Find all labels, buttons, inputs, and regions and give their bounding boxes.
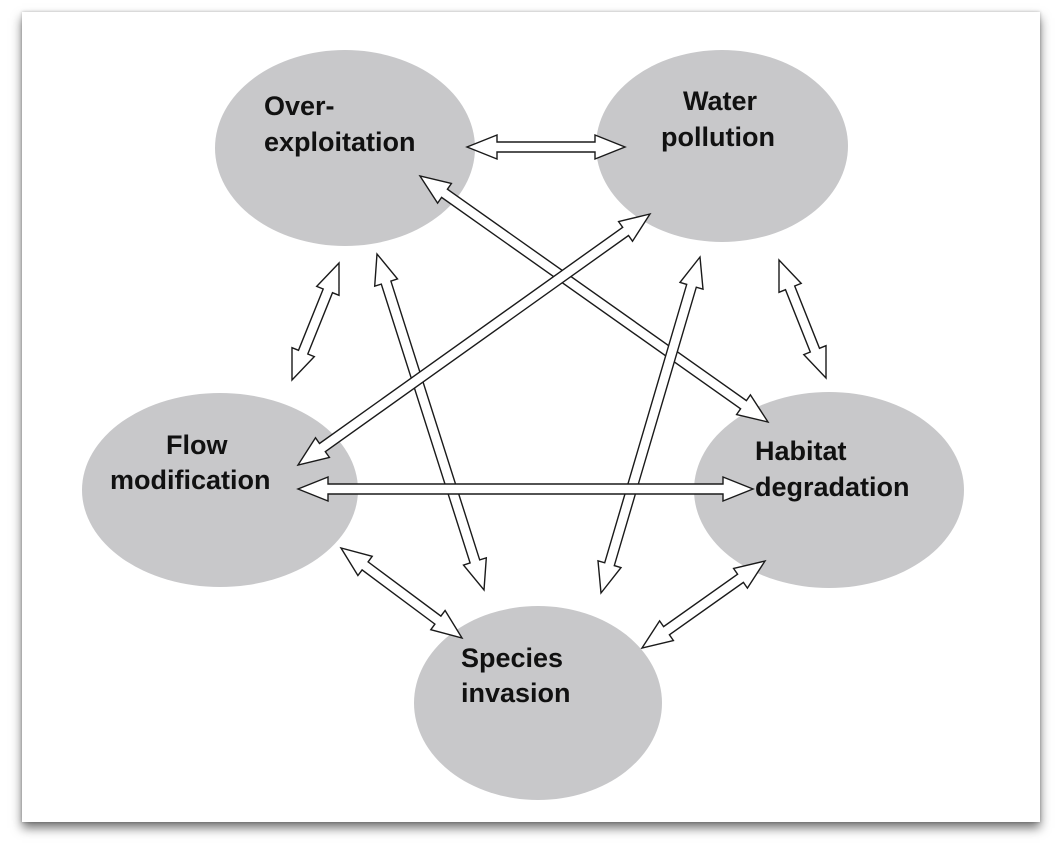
water-pollution-label-line1: Water	[683, 86, 758, 116]
node-overexploitation	[215, 50, 475, 246]
arrow-overexploitation-flow-modification	[291, 261, 340, 382]
habitat-degradation-label-line2: degradation	[755, 472, 910, 502]
arrow-overexploitation-species-invasion	[373, 252, 488, 592]
arrow-habitat-degradation-species-invasion	[640, 559, 767, 650]
arrow-water-pollution-habitat-degradation	[778, 258, 827, 380]
flow-modification-label-line2: modification	[110, 465, 271, 495]
habitat-degradation-label-line1: Habitat	[755, 436, 847, 466]
node-species-invasion	[414, 606, 662, 800]
node-flow-modification	[82, 393, 358, 587]
overexploitation-label-line2: exploitation	[264, 127, 416, 157]
species-invasion-label-line2: invasion	[461, 678, 571, 708]
arrow-flow-modification-species-invasion	[339, 546, 464, 640]
label-layer: Over- exploitation Water pollution Flow …	[110, 86, 910, 708]
arrow-water-pollution-species-invasion	[597, 255, 704, 595]
flow-modification-label-line1: Flow	[166, 430, 228, 460]
arrow-water-pollution-flow-modification	[296, 212, 652, 467]
arrow-flow-modification-habitat-degradation	[296, 475, 755, 503]
arrow-overexploitation-habitat-degradation	[418, 174, 770, 424]
arrow-layer	[291, 133, 827, 650]
species-invasion-label-line1: Species	[461, 643, 563, 673]
node-habitat-degradation	[694, 392, 964, 588]
water-pollution-label-line2: pollution	[661, 122, 775, 152]
arrow-overexploitation-water-pollution	[465, 133, 627, 161]
overexploitation-label-line1: Over-	[264, 91, 335, 121]
node-water-pollution	[596, 50, 848, 242]
node-layer	[82, 50, 964, 800]
